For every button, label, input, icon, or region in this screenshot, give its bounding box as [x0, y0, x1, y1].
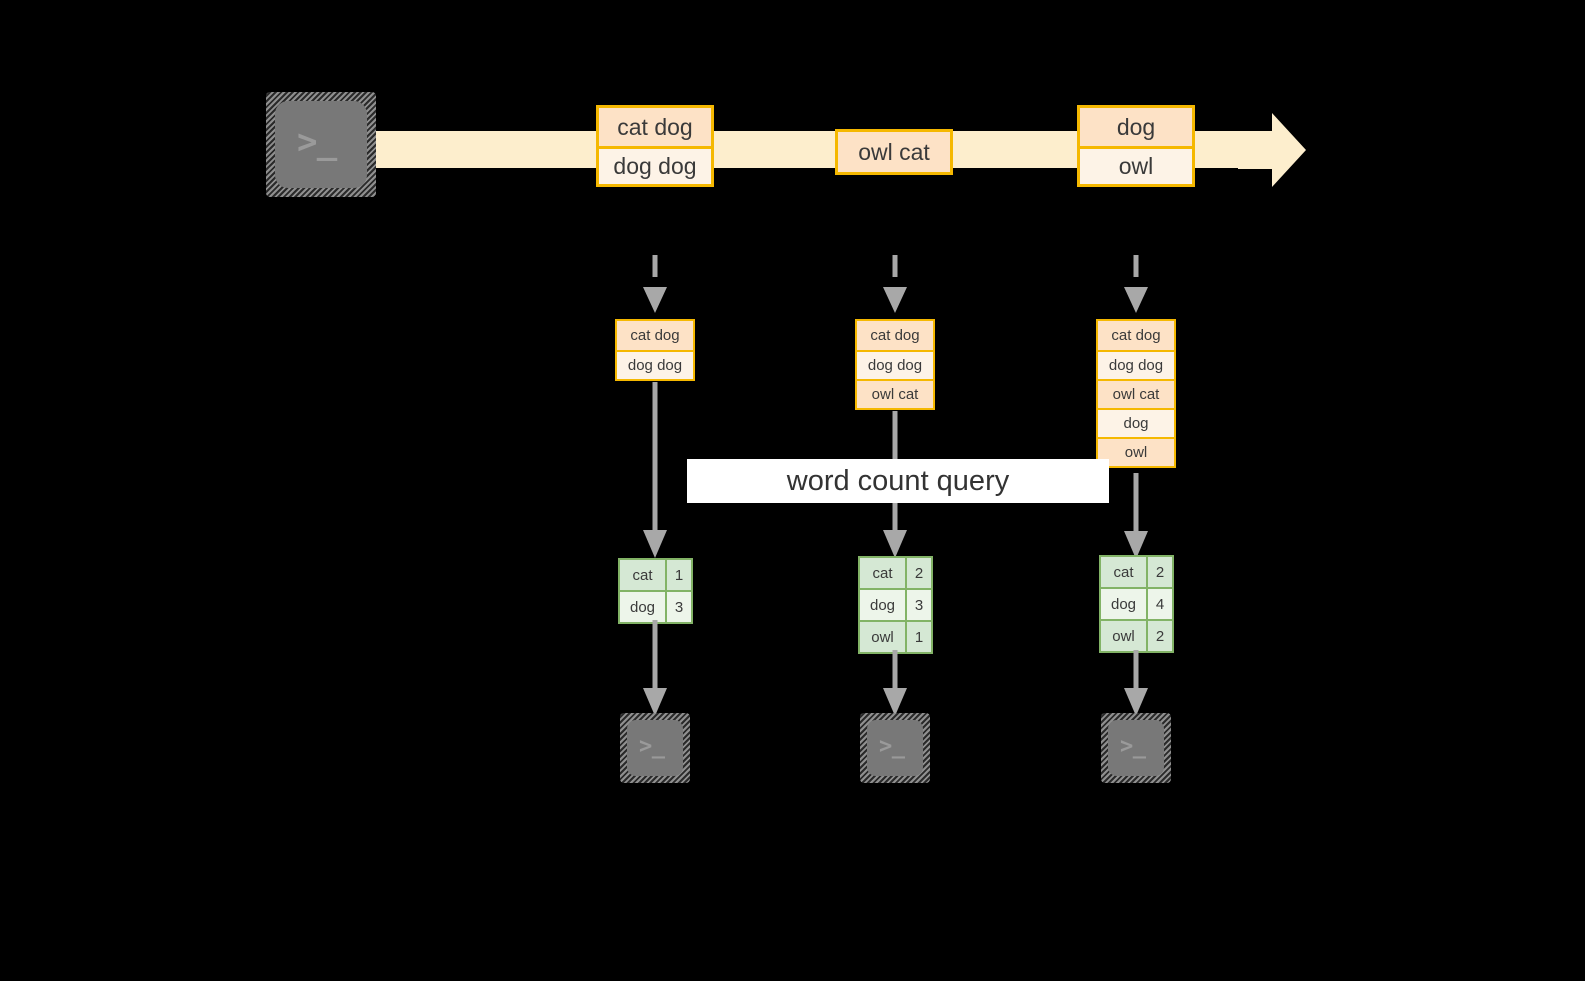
- buffer-row: dog dog: [617, 350, 693, 379]
- buffer-row: cat dog: [857, 321, 933, 350]
- prompt-glyph: >_: [639, 734, 665, 759]
- result-row: dog 3: [620, 590, 691, 622]
- tap-arrow-1: [640, 255, 670, 317]
- query-arrow-1: [640, 382, 670, 560]
- result-word: cat: [1101, 557, 1146, 587]
- prompt-glyph: >_: [1120, 734, 1146, 759]
- result-word: dog: [860, 590, 905, 620]
- prompt-glyph: >_: [297, 122, 337, 162]
- consumer-terminal-icon-3: >_: [1101, 713, 1171, 783]
- result-row: dog 3: [860, 588, 931, 620]
- result-row: cat 2: [860, 558, 931, 588]
- result-count: 3: [905, 590, 931, 620]
- tap-arrow-3: [1121, 255, 1151, 317]
- producer-terminal-body: >_: [275, 101, 367, 188]
- result-count: 4: [1146, 589, 1172, 619]
- stream-message-batch-3[interactable]: dog owl: [1077, 105, 1195, 187]
- result-row: cat 1: [620, 560, 691, 590]
- consumer-terminal-icon-1: >_: [620, 713, 690, 783]
- result-count: 2: [905, 558, 931, 588]
- consumer-terminal-body: >_: [867, 720, 923, 776]
- tap-arrow-2: [880, 255, 910, 317]
- result-table-1[interactable]: cat 1 dog 3: [618, 558, 693, 624]
- result-word: cat: [620, 560, 665, 590]
- consumer-terminal-body: >_: [627, 720, 683, 776]
- buffer-row: dog dog: [1098, 350, 1174, 379]
- query-label: word count query: [687, 459, 1109, 503]
- consumer-terminal-body: >_: [1108, 720, 1164, 776]
- buffer-row: cat dog: [617, 321, 693, 350]
- buffer-box-2[interactable]: cat dog dog dog owl cat: [855, 319, 935, 410]
- stream-message-batch-1[interactable]: cat dog dog dog: [596, 105, 714, 187]
- stream-message-row: owl cat: [838, 132, 950, 172]
- output-arrow-2: [880, 650, 910, 718]
- result-count: 1: [905, 622, 931, 652]
- query-label-text: word count query: [786, 464, 1010, 497]
- result-count: 2: [1146, 621, 1172, 651]
- result-count: 3: [665, 592, 691, 622]
- result-word: cat: [860, 558, 905, 588]
- buffer-row: cat dog: [1098, 321, 1174, 350]
- query-arrow-3: [1121, 473, 1151, 561]
- stream-message-row: owl: [1080, 146, 1192, 184]
- result-row: owl 1: [860, 620, 931, 652]
- result-count: 2: [1146, 557, 1172, 587]
- consumer-terminal-icon-2: >_: [860, 713, 930, 783]
- result-table-3[interactable]: cat 2 dog 4 owl 2: [1099, 555, 1174, 653]
- stream-arrowhead: [1238, 113, 1306, 187]
- result-row: dog 4: [1101, 587, 1172, 619]
- buffer-row: owl: [1098, 437, 1174, 466]
- buffer-row: dog: [1098, 408, 1174, 437]
- result-count: 1: [665, 560, 691, 590]
- output-arrow-3: [1121, 650, 1151, 718]
- stream-message-row: dog: [1080, 108, 1192, 146]
- buffer-box-3[interactable]: cat dog dog dog owl cat dog owl: [1096, 319, 1176, 468]
- result-table-2[interactable]: cat 2 dog 3 owl 1: [858, 556, 933, 654]
- result-word: owl: [860, 622, 905, 652]
- stream-message-row: dog dog: [599, 146, 711, 184]
- result-word: dog: [1101, 589, 1146, 619]
- result-row: cat 2: [1101, 557, 1172, 587]
- stream-message-row: cat dog: [599, 108, 711, 146]
- buffer-row: owl cat: [857, 379, 933, 408]
- output-arrow-1: [640, 620, 670, 718]
- buffer-row: dog dog: [857, 350, 933, 379]
- result-row: owl 2: [1101, 619, 1172, 651]
- result-word: dog: [620, 592, 665, 622]
- producer-terminal-icon: >_: [266, 92, 376, 197]
- stream-message-batch-2[interactable]: owl cat: [835, 129, 953, 175]
- prompt-glyph: >_: [879, 734, 905, 759]
- buffer-row: owl cat: [1098, 379, 1174, 408]
- buffer-box-1[interactable]: cat dog dog dog: [615, 319, 695, 381]
- result-word: owl: [1101, 621, 1146, 651]
